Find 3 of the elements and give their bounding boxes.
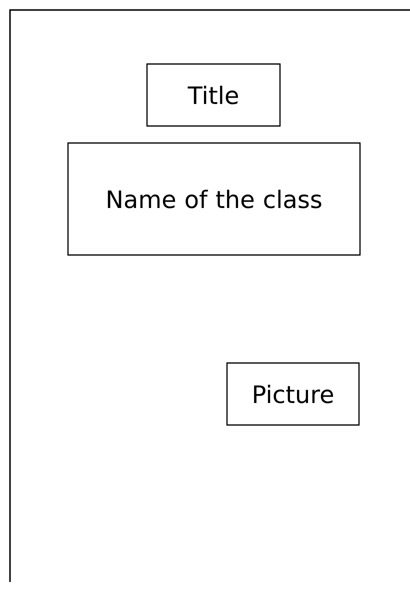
class-name-box: Name of the class [67, 142, 361, 256]
picture-box: Picture [226, 362, 360, 426]
title-box: Title [146, 63, 281, 127]
